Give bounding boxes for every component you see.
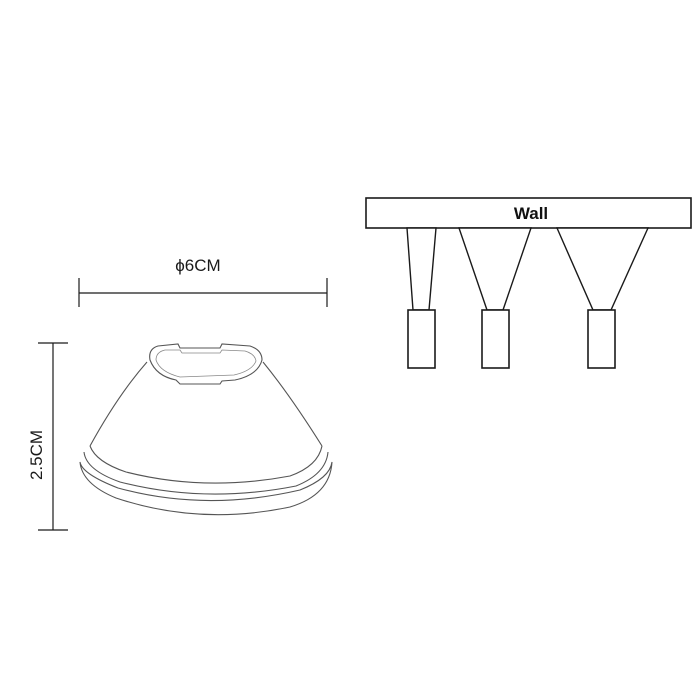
height-dimension: 2.5CM (27, 342, 68, 531)
lens-flange-outer (79, 461, 333, 516)
lens-cone-left (89, 361, 148, 447)
lens-top-opening (149, 343, 263, 385)
medium-beam-lamp-body (481, 309, 510, 369)
narrow-beam-cone (406, 227, 437, 311)
lens-top-inner (155, 349, 257, 378)
wide-beam-cone (555, 227, 650, 311)
wall-label: Wall (514, 204, 548, 223)
wide-beam-lamp-body (587, 309, 616, 369)
lens-cone-right (262, 361, 323, 447)
width-dimension: ϕ6CM (78, 256, 328, 307)
wall-mount-illustration: Wall (365, 197, 692, 369)
lens-flange-rim (83, 451, 329, 495)
narrow-beam-lamp-body (407, 309, 436, 369)
narrow-beam-spotlight (406, 227, 437, 369)
medium-beam-spotlight (458, 227, 532, 369)
medium-beam-cone (458, 227, 532, 311)
lens-cup-drawing (79, 343, 333, 516)
lens-flange-inner-rim (89, 445, 323, 484)
height-label: 2.5CM (27, 430, 46, 480)
diameter-label: ϕ6CM (175, 256, 220, 275)
wide-beam-spotlight (555, 227, 650, 369)
